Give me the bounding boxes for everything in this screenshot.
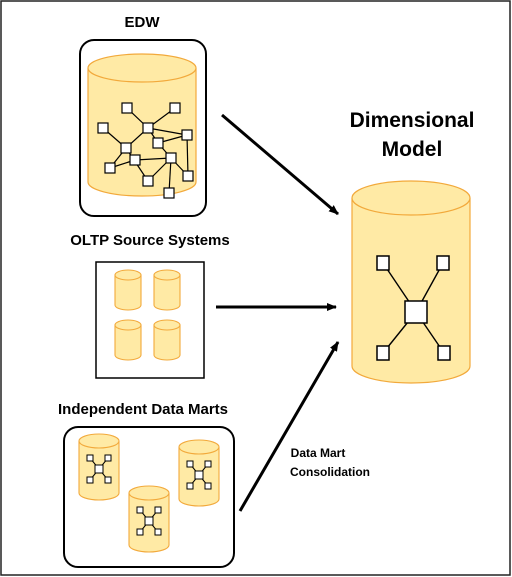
relationship-line — [186, 134, 189, 177]
mart-dimension-table — [204, 460, 212, 468]
relationship-line — [134, 157, 172, 161]
star-schema — [376, 255, 451, 361]
oltp-cylinders — [114, 269, 181, 361]
entity-box — [181, 129, 193, 141]
mart-fact-table — [144, 516, 154, 526]
entity-box — [97, 122, 109, 134]
entity-box — [169, 102, 181, 114]
mart-dimension-table — [86, 476, 94, 484]
edw-entity-network — [97, 102, 194, 199]
dimensional-title-line1: Dimensional — [350, 109, 475, 132]
mart-dimension-table — [136, 506, 144, 514]
fact-table — [404, 300, 428, 324]
dimension-table — [376, 255, 390, 271]
entity-box — [163, 187, 175, 199]
entity-box — [152, 137, 164, 149]
entity-box — [182, 170, 194, 182]
mart-dimension-table — [136, 528, 144, 536]
dimensional-title-line2: Model — [382, 138, 443, 161]
entity-box — [104, 162, 116, 174]
marts-to-model-arrow — [238, 341, 340, 512]
mart-fact-table — [94, 464, 104, 474]
mart-dimension-table — [154, 506, 162, 514]
oltp-database-cylinder — [114, 269, 142, 311]
mart-cylinders — [78, 433, 220, 553]
entity-box — [120, 142, 132, 154]
dimensional-cylinder — [351, 180, 471, 384]
entity-box — [129, 154, 141, 166]
relationship-line — [168, 157, 172, 194]
consolidation-label-line1: Data Mart — [291, 446, 346, 460]
oltp-database-cylinder — [114, 319, 142, 361]
mart-dimension-table — [186, 482, 194, 490]
mart-fact-table — [194, 470, 204, 480]
oltp-database-cylinder — [153, 319, 181, 361]
marts-label: Independent Data Marts — [58, 401, 228, 418]
oltp-label: OLTP Source Systems — [70, 232, 230, 249]
mart-dimension-table — [204, 482, 212, 490]
dimension-table — [437, 345, 451, 361]
oltp-box — [95, 261, 205, 379]
dimension-table — [376, 345, 390, 361]
oltp-database-cylinder — [153, 269, 181, 311]
mart-dimension-table — [154, 528, 162, 536]
consolidation-label-line2: Consolidation — [290, 465, 370, 479]
edw-label: EDW — [125, 14, 161, 31]
entity-box — [142, 175, 154, 187]
entity-box — [165, 152, 177, 164]
entity-box — [142, 122, 154, 134]
mart-dimension-table — [186, 460, 194, 468]
dimension-table — [436, 255, 450, 271]
mart-dimension-table — [86, 454, 94, 462]
entity-box — [121, 102, 133, 114]
mart-dimension-table — [104, 454, 112, 462]
mart-dimension-table — [104, 476, 112, 484]
relationship-line — [147, 127, 188, 136]
edw-to-model-arrow — [221, 113, 339, 216]
